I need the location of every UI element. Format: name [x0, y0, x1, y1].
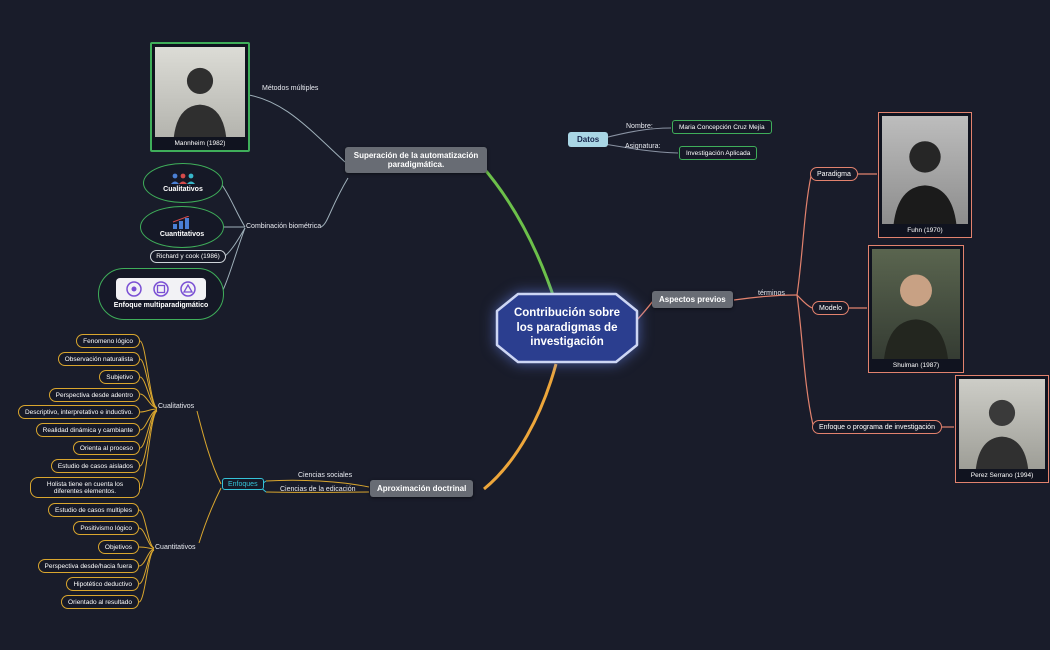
perez-caption: Perez Serrano (1994) [970, 471, 1034, 479]
central-node-shape [495, 292, 639, 364]
bar-chart-icon [172, 215, 190, 229]
list-item[interactable]: Perspectiva desde/hacia fuera [37, 559, 139, 573]
fuhn-photo-node[interactable]: Fuhn (1970) [878, 112, 972, 238]
perez-photo [959, 379, 1045, 469]
mannheim-photo [155, 47, 245, 137]
combinacion-label[interactable]: Combinación biométrica [246, 223, 322, 230]
central-topic-title: Contribución sobre los paradigmas de inv… [513, 306, 621, 349]
person-silhouette-icon [884, 274, 948, 359]
list-item[interactable]: Estudio de casos aislados [50, 459, 140, 473]
ciencias-educacion-label[interactable]: Ciencias de la edicación [280, 486, 356, 493]
multiparadigmatico-node[interactable]: Enfoque multiparadigmático [98, 268, 224, 320]
multiparadigmatico-label: Enfoque multiparadigmático [113, 302, 209, 310]
paradigma-node[interactable]: Paradigma [810, 167, 858, 181]
shulman-caption: Shulman (1987) [892, 361, 940, 369]
cuantitativos-oval-node[interactable]: Cuantitativos [140, 206, 224, 248]
list-item[interactable]: Subjetivo [99, 370, 140, 384]
aproximacion-node[interactable]: Aproximación doctrinal [370, 480, 474, 497]
datos-node[interactable]: Datos [568, 132, 609, 147]
list-item[interactable]: Observación naturalista [57, 352, 140, 366]
central-topic-node[interactable]: Contribución sobre los paradigmas de inv… [494, 291, 640, 365]
richard-cook-node[interactable]: Richard y cook (1986) [150, 250, 226, 263]
person-silhouette-icon [975, 399, 1029, 469]
mannheim-photo-node[interactable]: Mannheim (1982) [150, 42, 250, 152]
list-item[interactable]: Hipotético deductivo [66, 577, 139, 591]
enfoques-node[interactable]: Enfoques [222, 478, 264, 490]
network-icons [126, 281, 196, 297]
superacion-node[interactable]: Superación de la automatización paradigm… [345, 147, 487, 173]
enfoque-programa-node[interactable]: Enfoque o programa de investigación [812, 420, 942, 434]
list-item[interactable]: Orientado al resultado [61, 595, 139, 609]
nombre-value-node[interactable]: Maria Concepción Cruz Mejía [672, 120, 772, 134]
metodos-multiples-label[interactable]: Métodos múltiples [262, 85, 319, 92]
aspectos-previos-node[interactable]: Aspectos previos [652, 291, 733, 308]
list-item[interactable]: Perspectiva desde adentro [48, 388, 140, 402]
cualitativos-oval-label: Cualitativos [163, 185, 203, 193]
list-item[interactable]: Holista tiene en cuenta los diferentes e… [30, 477, 140, 498]
fuhn-photo [882, 116, 968, 224]
cuantitativos-oval-label: Cuantitativos [159, 230, 205, 238]
fuhn-caption: Fuhn (1970) [907, 226, 943, 234]
cuantitativos-branch-label[interactable]: Cuantitativos [155, 544, 196, 551]
list-item[interactable]: Objetivos [97, 540, 139, 554]
cualitativos-branch-label[interactable]: Cualitativos [158, 403, 195, 410]
person-silhouette-icon [173, 67, 227, 137]
asignatura-label[interactable]: Asignatura: [625, 143, 661, 150]
person-silhouette-icon [893, 141, 957, 224]
cualitativos-oval-node[interactable]: Cualitativos [143, 163, 223, 203]
shulman-photo [872, 249, 960, 359]
list-item[interactable]: Orienta al proceso [72, 441, 140, 455]
list-item[interactable]: Realidad dinámica y cambiante [35, 423, 140, 437]
asignatura-value-node[interactable]: Investigación Aplicada [679, 146, 758, 160]
mannheim-caption: Mannheim (1982) [174, 139, 226, 147]
terminos-label[interactable]: términos [758, 290, 785, 297]
shulman-photo-node[interactable]: Shulman (1987) [868, 245, 964, 373]
ciencias-sociales-label[interactable]: Ciencias sociales [298, 472, 353, 479]
nombre-label[interactable]: Nombre: [626, 123, 653, 130]
list-item[interactable]: Positivismo lógico [73, 521, 139, 535]
modelo-node[interactable]: Modelo [812, 301, 849, 315]
list-item[interactable]: Estudio de casos multiples [48, 503, 139, 517]
paradigm-icons-strip [116, 278, 206, 301]
list-item[interactable]: Fenomeno lógico [76, 334, 140, 348]
list-item[interactable]: Descriptivo, interpretativo e inductivo. [17, 405, 140, 419]
people-icon [171, 173, 195, 184]
perez-photo-node[interactable]: Perez Serrano (1994) [955, 375, 1049, 483]
